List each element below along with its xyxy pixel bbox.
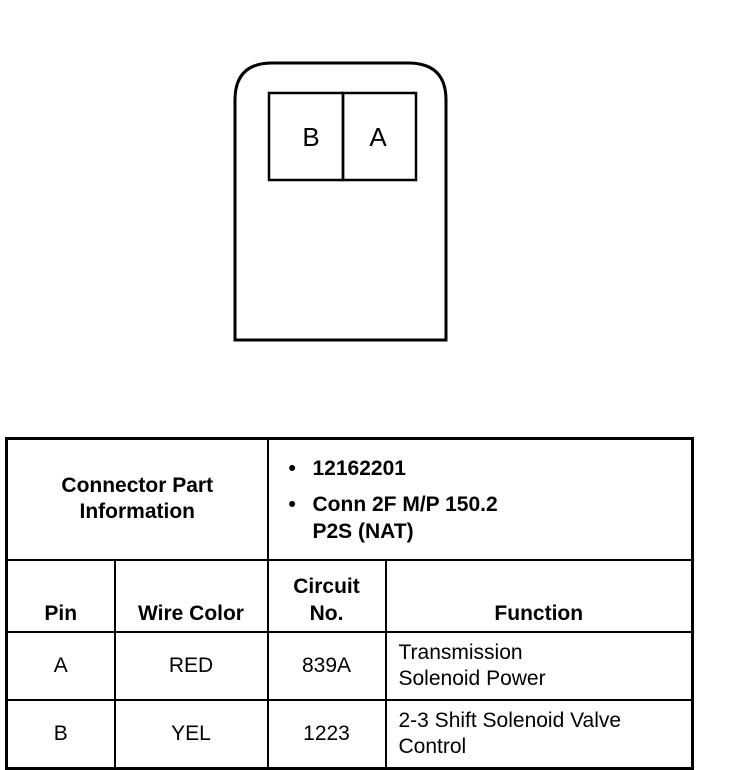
column-header-function: Function: [384, 558, 694, 633]
connector-part-info-label: Connector Part Information: [5, 437, 269, 561]
pin-cavity-a: [341, 91, 418, 182]
pin-cell: B: [5, 698, 116, 770]
connector-description-bullet: Conn 2F M/P 150.2: [289, 492, 692, 519]
function-cell: 2-3 Shift Solenoid Valve Control: [384, 698, 694, 770]
table-row: A RED 839A Transmission Solenoid Power: [5, 630, 694, 701]
connector-part-details: 12162201 Conn 2F M/P 150.2 P2S (NAT): [266, 437, 694, 561]
connector-description-continued: P2S (NAT): [312, 519, 414, 543]
wire-color-cell: YEL: [113, 698, 269, 770]
part-number-bullet: 12162201: [289, 456, 692, 483]
circuit-cell: 1223: [266, 698, 387, 770]
connector-info-table: Connector Part Information 12162201 Conn…: [5, 437, 695, 770]
column-header-row: Pin Wire Color Circuit No. Function: [5, 558, 694, 633]
column-header-pin: Pin: [5, 558, 116, 633]
connector-part-header-row: Connector Part Information 12162201 Conn…: [5, 437, 694, 561]
column-header-wire-color: Wire Color: [113, 558, 269, 633]
column-header-circuit-no: Circuit No.: [266, 558, 387, 633]
connector-face-diagram: B A: [233, 61, 448, 342]
function-cell: Transmission Solenoid Power: [384, 630, 694, 701]
pin-cell: A: [5, 630, 116, 701]
wire-color-cell: RED: [113, 630, 269, 701]
table-row: B YEL 1223 2-3 Shift Solenoid Valve Cont…: [5, 698, 694, 770]
circuit-cell: 839A: [266, 630, 387, 701]
pin-label-b: B: [302, 122, 319, 152]
connector-housing-outline: [233, 61, 448, 342]
pin-label-a: A: [369, 122, 387, 152]
